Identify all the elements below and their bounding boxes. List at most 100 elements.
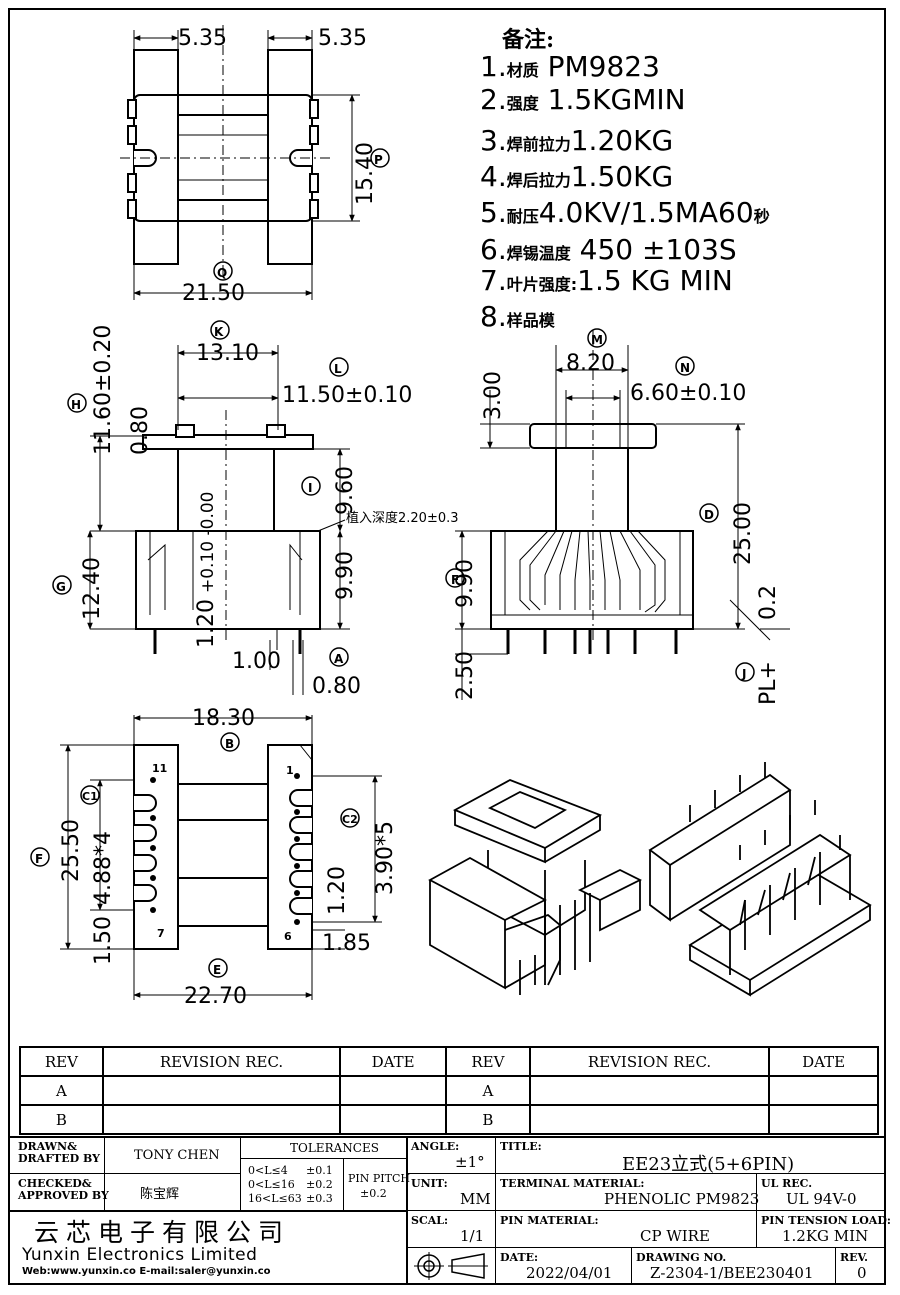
pin-7-label: 7	[157, 927, 165, 940]
note-value: 4.0KV/1.5MA60	[538, 196, 754, 229]
top-dim-left: 5.35	[178, 26, 227, 51]
title-label: TITLE:	[500, 1140, 542, 1153]
front-dim-990: 9.90	[333, 551, 358, 600]
revision-rec-header: REVISION REC.	[528, 1046, 771, 1077]
company-name-cn: 云芯电子有限公司	[34, 1218, 291, 1247]
pin-pitch-label: PIN PITCH	[348, 1172, 410, 1185]
rev-header: REV	[444, 1046, 531, 1077]
date-label: DATE:	[500, 1251, 539, 1264]
note-label: 焊后拉力	[506, 171, 571, 190]
top-view	[120, 25, 360, 300]
note-number: 8.	[480, 300, 507, 333]
scale-label: SCAL:	[411, 1214, 449, 1227]
side-dim-300: 3.00	[481, 371, 506, 420]
pin-tension-value: 1.2KG MIN	[782, 1227, 869, 1245]
pin-pitch-value: ±0.2	[360, 1187, 387, 1200]
note-number: 5.	[480, 196, 507, 229]
side-dim-250: 2.50	[453, 651, 478, 700]
ul-value: UL 94V-0	[786, 1190, 857, 1208]
revision-header-row: REV REVISION REC. DATE REV REVISION REC.…	[19, 1046, 879, 1077]
note-value: 450 ±103S	[570, 233, 737, 266]
front-dim-h: 11.60±0.20	[91, 325, 116, 455]
note-value: 1.5KGMIN	[538, 83, 686, 116]
date-header: DATE	[339, 1046, 447, 1077]
revision-table: REV REVISION REC. DATE REV REVISION REC.…	[19, 1046, 879, 1135]
side-dim-n: 6.60±0.10	[630, 381, 746, 406]
company-contact: Web:www.yunxin.co E-mail:saler@yunxin.co	[22, 1266, 271, 1277]
revision-rec-cell	[528, 1104, 771, 1135]
technical-drawing: 5.35 5.35 15.40 21.50 P Q	[30, 25, 872, 1009]
bottom-dim-2270: 22.70	[184, 984, 247, 1009]
checked-label: CHECKED& APPROVED BY	[18, 1177, 109, 1202]
isometric-view-bottom	[648, 762, 872, 997]
note-number: 4.	[480, 160, 507, 193]
drawn-label: DRAWN& DRAFTED BY	[18, 1140, 100, 1165]
date-cell	[768, 1104, 879, 1135]
bottom-dim-488: 4.88*4	[91, 831, 116, 905]
pin-material-label: PIN MATERIAL:	[500, 1214, 599, 1227]
marker-m: M	[591, 333, 603, 347]
note-label: 耐压	[506, 207, 539, 226]
revision-rec-cell	[528, 1075, 771, 1106]
bottom-dim-1830: 18.30	[192, 706, 255, 731]
note-number: 7.	[480, 264, 507, 297]
revision-rec-cell	[101, 1104, 342, 1135]
angle-value: ±1°	[455, 1153, 485, 1171]
drawn-value: TONY CHEN	[134, 1148, 220, 1163]
angle-label: ANGLE:	[411, 1140, 460, 1153]
front-dim-tol: +0.10 -0.00	[198, 492, 218, 594]
date-header: DATE	[768, 1046, 879, 1077]
marker-q: Q	[217, 266, 227, 280]
marker-f-side: F	[451, 573, 459, 587]
pin-6-label: 6	[284, 930, 292, 943]
company-name-en: Yunxin Electronics Limited	[22, 1245, 258, 1265]
note-item: 6.焊锡温度 450 ±103S	[480, 235, 737, 269]
rev-value: 0	[857, 1264, 867, 1282]
tol-value-2: ±0.2	[306, 1178, 333, 1191]
front-dim-top: 0.80	[128, 406, 153, 455]
rev-cell: B	[19, 1104, 104, 1135]
bottom-dim-2550: 25.50	[59, 819, 84, 882]
date-cell	[339, 1075, 447, 1106]
note-value: PM9823	[538, 50, 660, 83]
front-dim-g: 12.40	[80, 557, 105, 620]
title-value: EE23立式(5+6PIN)	[622, 1154, 795, 1175]
table-row: B B	[19, 1104, 879, 1135]
note-value: 1.50KG	[570, 160, 674, 193]
rev-label: REV.	[840, 1251, 868, 1264]
note-label: 焊前拉力	[506, 135, 571, 154]
ul-label: UL REC.	[761, 1177, 813, 1190]
marker-b: B	[225, 737, 234, 751]
note-label: 焊锡温度	[506, 244, 571, 263]
side-dim-pl: PL+	[756, 661, 781, 705]
side-view	[455, 330, 790, 700]
tol-range-1: 0<L≤4	[248, 1164, 288, 1177]
side-dim-2500: 25.00	[731, 502, 756, 565]
marker-d: D	[704, 508, 714, 522]
bottom-view	[133, 744, 313, 950]
checked-value: 陈宝辉	[140, 1187, 180, 1202]
terminal-material-value: PHENOLIC PM9823	[604, 1190, 760, 1208]
bottom-dim-185: 1.85	[322, 931, 371, 956]
marker-h: H	[71, 398, 81, 412]
date-cell	[768, 1075, 879, 1106]
top-dim-width: 21.50	[182, 281, 245, 306]
tol-value-1: ±0.1	[306, 1164, 333, 1177]
table-row: A A	[19, 1075, 879, 1106]
side-dim-m: 8.20	[566, 351, 615, 376]
note-number: 1.	[480, 50, 507, 83]
front-dim-100: 1.00	[232, 649, 281, 674]
front-dim-offset: 1.20	[194, 599, 219, 648]
marker-l: L	[334, 362, 342, 376]
bottom-dim-150: 1.50	[91, 916, 116, 965]
bottom-dim-390: 3.90*5	[373, 821, 398, 895]
note-item: 4.焊后拉力1.50KG	[480, 162, 673, 196]
note-label: 样品模	[506, 311, 555, 330]
marker-a: A	[334, 652, 344, 666]
marker-f-bottom: F	[35, 852, 43, 866]
date-cell	[339, 1104, 447, 1135]
marker-g: G	[56, 580, 66, 594]
unit-label: UNIT:	[411, 1177, 448, 1190]
bottom-dim-120: 1.20	[325, 866, 350, 915]
